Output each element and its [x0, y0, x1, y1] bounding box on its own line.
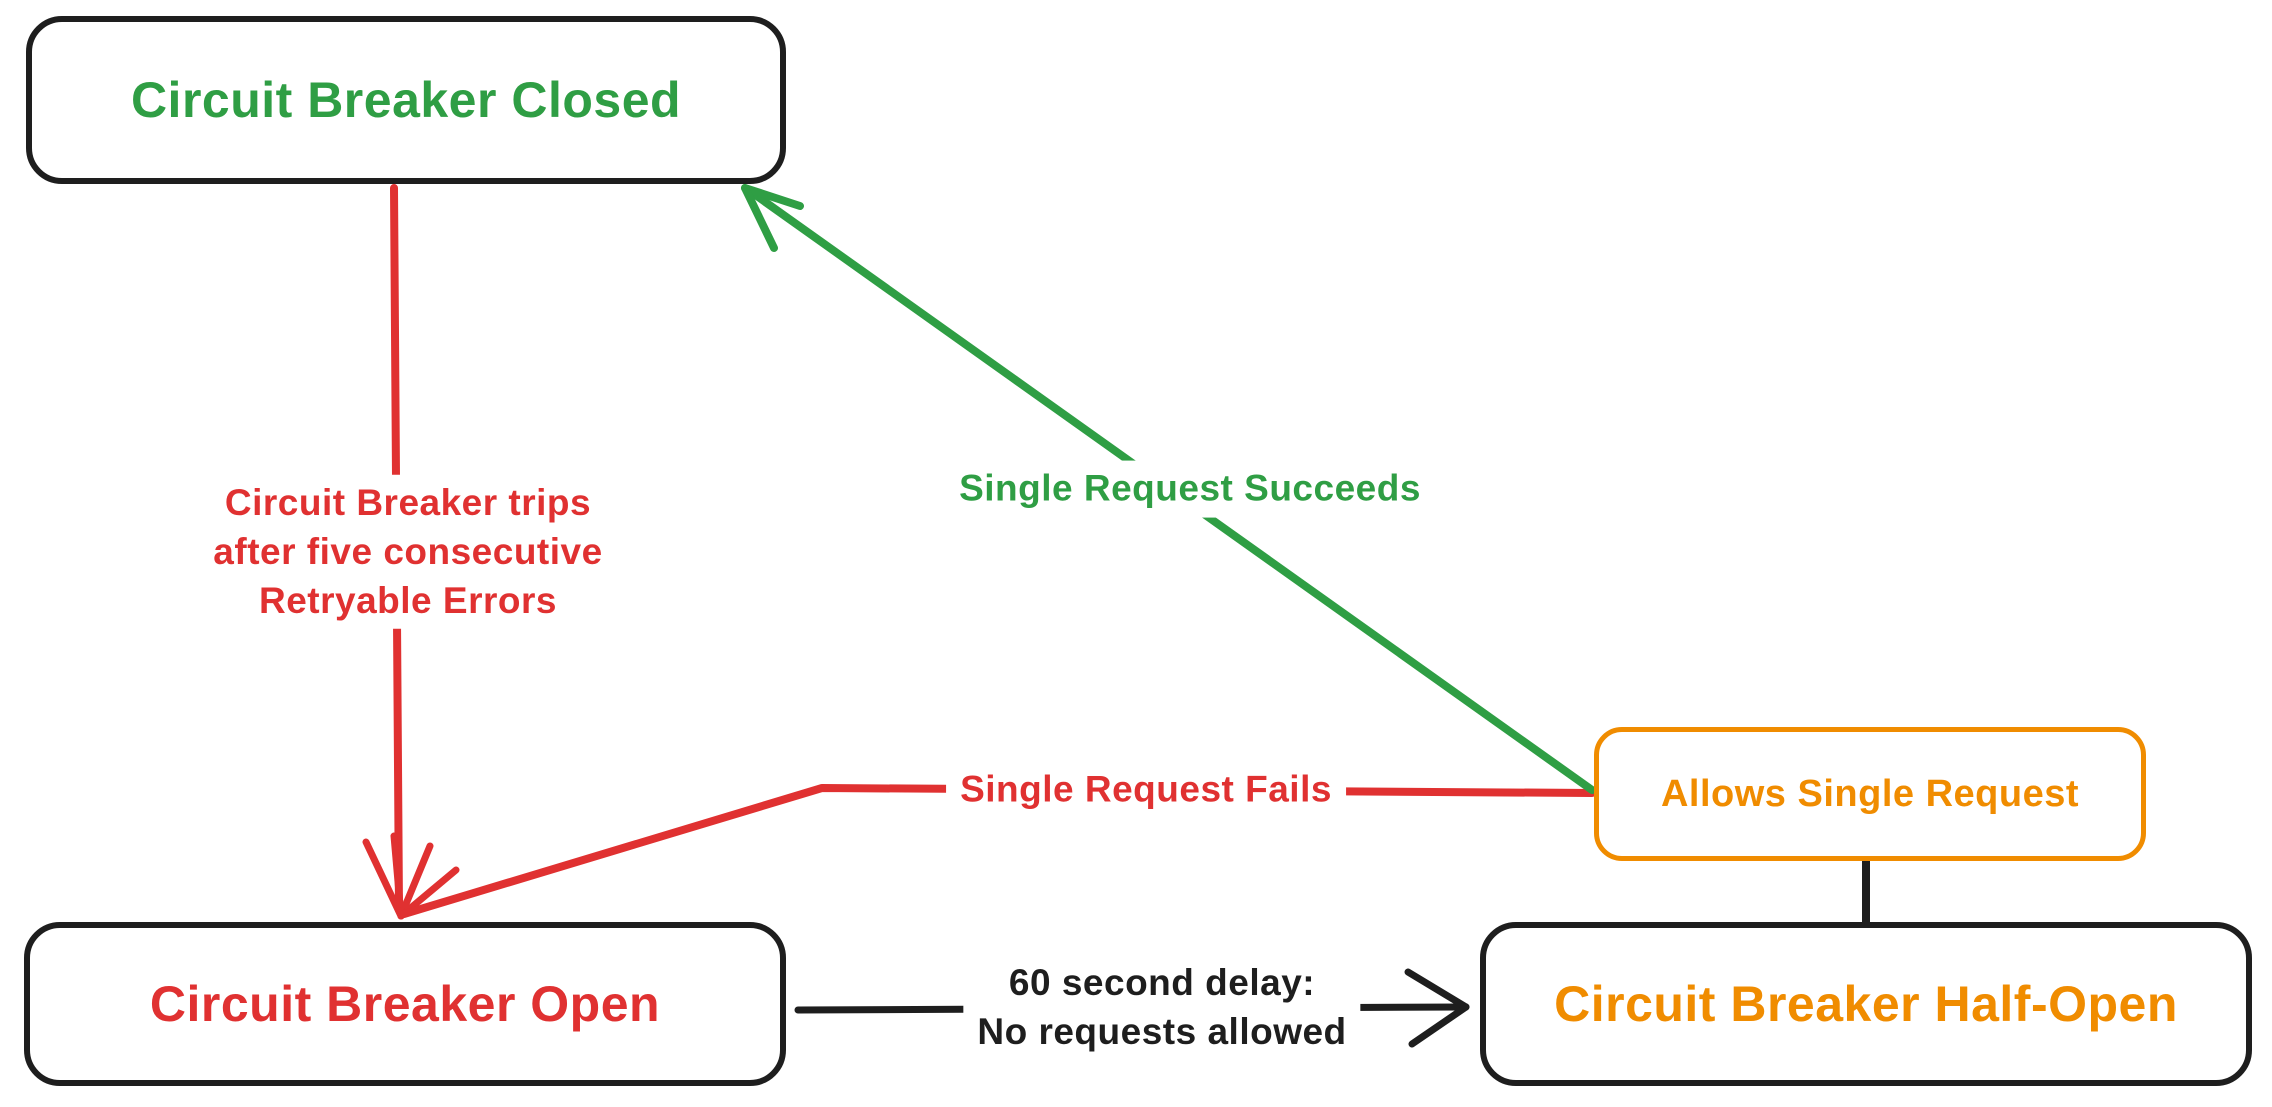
edge-label-single-request-succeeds: Single Request Succeeds — [945, 460, 1435, 518]
edge-label-line: after five consecutive — [213, 530, 603, 572]
edge-label-line: No requests allowed — [977, 1011, 1347, 1052]
edge-label-single-request-fails: Single Request Fails — [946, 761, 1346, 819]
state-node-label: Circuit Breaker Half-Open — [1554, 976, 2178, 1032]
state-node-allows-single-request: Allows Single Request — [1594, 727, 2146, 861]
edge-label-line: Circuit Breaker trips — [224, 481, 592, 523]
edge-label-line: Retryable Errors — [259, 579, 557, 621]
state-node-label: Circuit Breaker Open — [149, 976, 661, 1032]
state-node-label: Allows Single Request — [1660, 772, 2080, 815]
state-node-circuit-breaker-open: Circuit Breaker Open — [24, 922, 786, 1086]
state-node-circuit-breaker-closed: Circuit Breaker Closed — [26, 16, 786, 184]
edge-label-line: 60 second delay: — [1008, 962, 1316, 1004]
edge-label-circuit-breaker-trips: Circuit Breaker trips after five consecu… — [199, 474, 617, 630]
state-node-label: Circuit Breaker Closed — [130, 72, 682, 128]
state-node-circuit-breaker-half-open: Circuit Breaker Half-Open — [1480, 922, 2252, 1086]
edge-label-60-second-delay: 60 second delay: No requests allowed — [963, 955, 1361, 1061]
